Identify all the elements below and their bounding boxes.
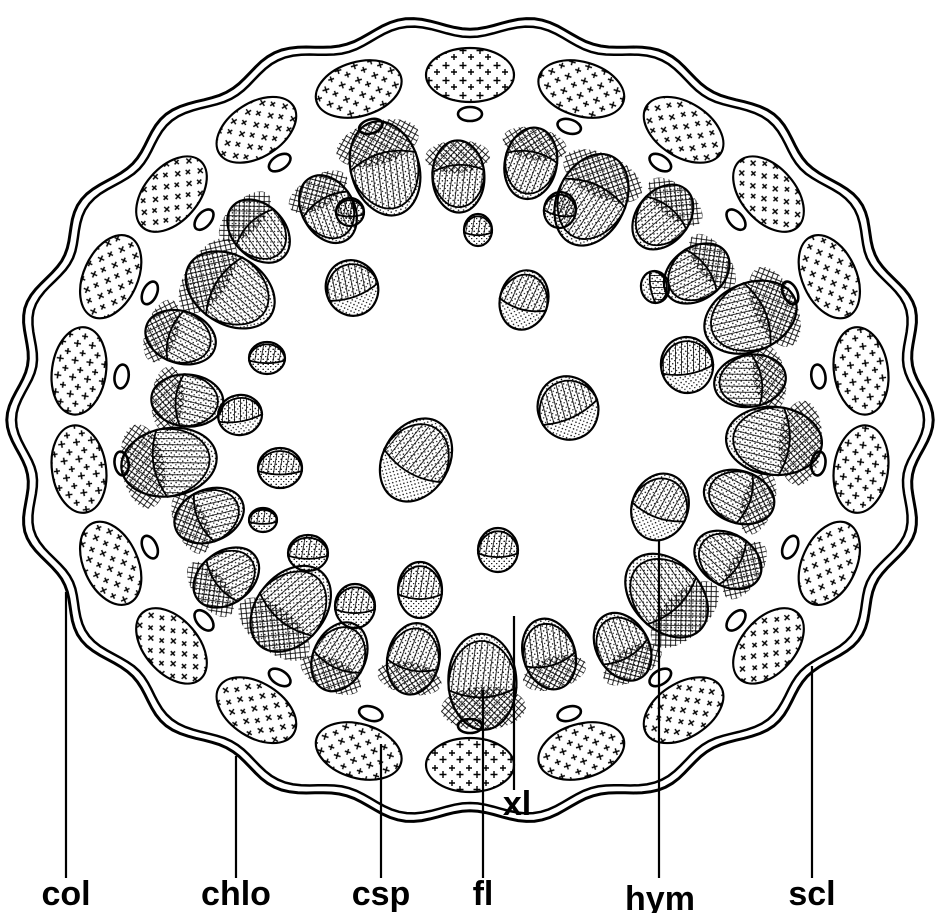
- vascular-bundle: [424, 139, 492, 214]
- carinal-canal: [556, 703, 583, 723]
- label-scl: scl: [788, 875, 835, 913]
- vascular-bundle: [493, 265, 555, 335]
- carinal-canal: [113, 364, 130, 390]
- collenchyma-strand: [786, 225, 872, 327]
- collenchyma-strand: [531, 713, 631, 790]
- carinal-canal: [458, 107, 482, 121]
- vascular-bundle: [657, 333, 718, 397]
- label-chlo: chlo: [201, 875, 271, 913]
- collenchyma-strand: [309, 51, 409, 128]
- vascular-bundle: [478, 528, 518, 572]
- label-fl: fl: [473, 875, 494, 913]
- collenchyma-strand: [46, 323, 112, 418]
- carinal-canal: [556, 116, 583, 136]
- label-xl: xl: [503, 785, 531, 823]
- collenchyma-strand: [46, 422, 112, 517]
- vascular-bundle: [508, 610, 591, 697]
- collenchyma-strand: [828, 323, 894, 418]
- carinal-canal: [723, 206, 749, 233]
- collenchyma-strand: [205, 664, 308, 757]
- collenchyma-strand: [828, 422, 894, 517]
- label-csp: csp: [352, 875, 411, 913]
- collenchyma-strand: [632, 83, 735, 176]
- vascular-bundle: [258, 448, 302, 488]
- collenchyma-strand: [68, 512, 154, 614]
- vascular-bundle: [149, 365, 226, 436]
- collenchyma-strand: [426, 738, 514, 792]
- label-hym: hym: [625, 880, 695, 913]
- carinal-canal: [723, 607, 749, 634]
- vascular-bundle: [709, 343, 791, 419]
- collenchyma-strand: [531, 51, 631, 128]
- collenchyma-strand: [205, 83, 308, 176]
- carinal-canal: [357, 703, 384, 723]
- vascular-bundle: [374, 617, 452, 701]
- label-col: col: [41, 875, 90, 913]
- vascular-bundle: [336, 198, 364, 226]
- carinal-canal: [191, 206, 217, 233]
- vascular-bundle: [527, 366, 608, 449]
- vascular-bundle: [622, 465, 698, 548]
- carinal-canal: [779, 533, 802, 561]
- vascular-bundle: [365, 405, 466, 514]
- vascular-bundles: [115, 110, 825, 731]
- vascular-bundle: [464, 214, 492, 246]
- vascular-bundle: [398, 562, 442, 618]
- carinal-canal: [138, 279, 161, 307]
- vascular-bundle: [288, 535, 328, 571]
- collenchyma-strand: [68, 225, 154, 327]
- carinal-canal: [810, 364, 827, 390]
- vascular-bundle: [249, 342, 285, 374]
- carinal-canal: [138, 533, 161, 561]
- vascular-bundle: [249, 508, 277, 532]
- collenchyma-strand: [309, 713, 409, 790]
- collenchyma-strand: [426, 48, 514, 102]
- collenchyma-strand: [632, 664, 735, 757]
- vascular-bundle: [335, 584, 375, 628]
- collenchyma-strand: [786, 512, 872, 614]
- vascular-bundle: [318, 253, 386, 323]
